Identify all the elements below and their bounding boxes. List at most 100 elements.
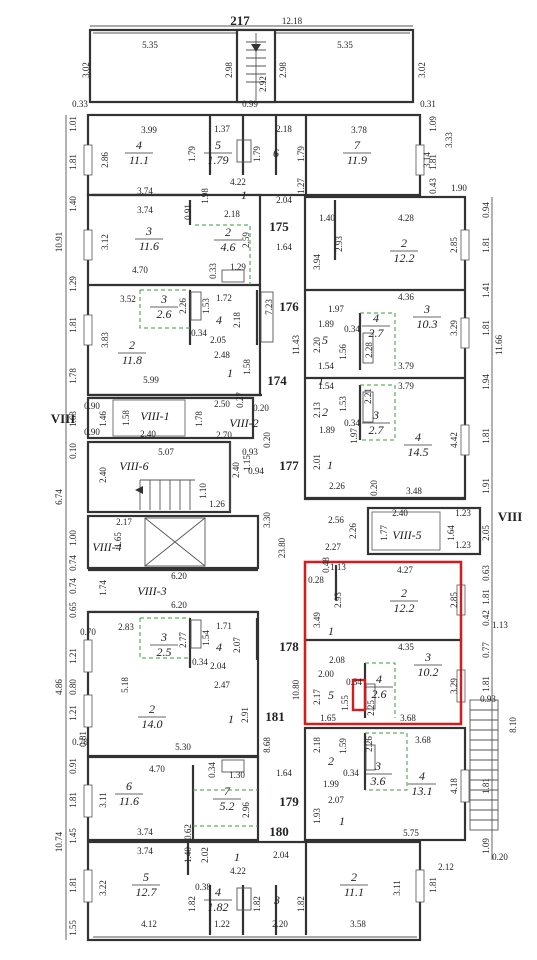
dimension-label: 2.26 [329, 481, 345, 491]
dimension-label: 2.18 [224, 209, 240, 219]
dimension-label: 0.81 [78, 731, 88, 747]
dimension-label: 4.42 [449, 432, 459, 448]
room-area: 1.82 [208, 900, 229, 914]
dimension-label: 2.04 [273, 850, 289, 860]
room-number: 7 [224, 784, 231, 798]
dimension-label: 1.77 [379, 525, 389, 541]
dimension-label: 10.74 [54, 831, 64, 852]
dimension-label: 0.20 [492, 852, 508, 862]
dimension-label: 1.81 [428, 877, 438, 893]
dimension-label: 1.00 [68, 530, 78, 546]
dimension-label: 0.43 [428, 178, 438, 194]
dimension-label: 2.12 [438, 862, 454, 872]
dimension-label: 2.96 [241, 802, 251, 818]
room-number: 4 [373, 311, 379, 325]
dimension-label: 1.55 [68, 920, 78, 936]
dimension-label: 8.68 [262, 737, 272, 753]
room-number: 4 [136, 138, 142, 152]
dimension-label: 2.18 [276, 124, 292, 134]
dimension-label: 1.79 [296, 146, 306, 162]
dimension-label: 23.80 [277, 537, 287, 558]
dimension-label: 3.29 [449, 320, 459, 336]
room-number: 4 [216, 640, 222, 654]
dimension-label: 0.33 [208, 263, 218, 279]
dimension-label: 2.25 [366, 700, 376, 716]
room-number: VIII-5 [392, 528, 421, 542]
dimension-label: 1.79 [187, 146, 197, 162]
room-number: 3 [424, 650, 431, 664]
dimension-label: 1.82 [187, 896, 197, 912]
room-number: 2 [401, 236, 407, 250]
room-number: 3 [372, 408, 379, 422]
dimension-label: 1.13 [330, 562, 346, 572]
dimension-label: 5.30 [175, 742, 191, 752]
dimension-label: 0.28 [308, 575, 324, 585]
dimension-label: 2.47 [214, 680, 230, 690]
dimension-label: 5.75 [403, 828, 419, 838]
room-area: 2.6 [372, 687, 387, 701]
dimension-label: 8.10 [508, 717, 518, 733]
room-number: 2 [401, 586, 407, 600]
room-number: 3 [423, 302, 430, 316]
dimension-label: 3.74 [137, 186, 153, 196]
walls [65, 25, 499, 942]
dimension-label: 2.93 [334, 236, 344, 252]
room-number: 1 [339, 814, 345, 828]
dimension-label: 0.20 [369, 480, 379, 496]
dimension-label: 0.62 [183, 824, 193, 840]
dimension-label: 2.20 [272, 919, 288, 929]
room-area: 2.7 [369, 423, 385, 437]
dimension-label: 6.20 [171, 571, 187, 581]
dimension-label: 2.98 [278, 62, 288, 78]
room-number: 7 [354, 138, 361, 152]
dimension-label: 1.63 [68, 411, 78, 427]
dimension-label: 0.77 [481, 642, 491, 658]
dimension-label: 2.40 [231, 462, 241, 478]
dimension-label: 1.65 [320, 713, 336, 723]
axis-label: VIII [498, 509, 523, 524]
dimension-label: 1.81 [428, 154, 438, 170]
dimension-label: 10.80 [291, 679, 301, 700]
dimension-label: 3.79 [398, 361, 414, 371]
dimension-label: 3.83 [100, 332, 110, 348]
dimension-label: 1.13 [492, 620, 508, 630]
dimension-label: 1.58 [242, 359, 252, 375]
dimension-label: 2.85 [449, 237, 459, 253]
room-number: 6 [273, 146, 279, 160]
dimension-label: 2.02 [200, 847, 210, 863]
dimension-label: 4.22 [230, 866, 246, 876]
room-number: 2 [129, 338, 135, 352]
room-number: 3 [160, 292, 167, 306]
room-number: 5 [215, 138, 221, 152]
room-number: 1 [328, 624, 334, 638]
room-number: 1 [227, 366, 233, 380]
dimension-label: 3.74 [137, 846, 153, 856]
dimension-label: 1.74 [98, 580, 108, 596]
dimension-label: 2.01 [312, 454, 322, 470]
dimension-label: 1.71 [216, 621, 232, 631]
dimension-label: 3.99 [141, 125, 157, 135]
room-area: 11.8 [122, 353, 142, 367]
dimension-label: 1.81 [481, 237, 491, 253]
dimension-label: 1.29 [68, 276, 78, 292]
room-number: 1 [318, 374, 324, 388]
dimension-label: 1.21 [68, 705, 78, 721]
room-area: 10.2 [418, 665, 439, 679]
dimension-label: 1.27 [296, 178, 306, 194]
dimension-label: 1.09 [428, 116, 438, 132]
room-number: 4 [419, 769, 425, 783]
room-number: 3 [145, 224, 152, 238]
dimension-label: 1.09 [481, 838, 491, 854]
dimension-label: 0.34 [207, 762, 217, 778]
dimension-label: 1.40 [68, 196, 78, 212]
dimension-label: 1.81 [68, 877, 78, 893]
dimension-label: 0.91 [68, 758, 78, 774]
room-area: 2.6 [157, 307, 172, 321]
room-area: 5.2 [220, 799, 235, 813]
dimension-label: 1.78 [68, 368, 78, 384]
room-area: 11.1 [344, 885, 364, 899]
dimension-label: 1.41 [481, 282, 491, 298]
dimension-label: 2.98 [224, 62, 234, 78]
dimension-label: 0.93 [242, 447, 258, 457]
